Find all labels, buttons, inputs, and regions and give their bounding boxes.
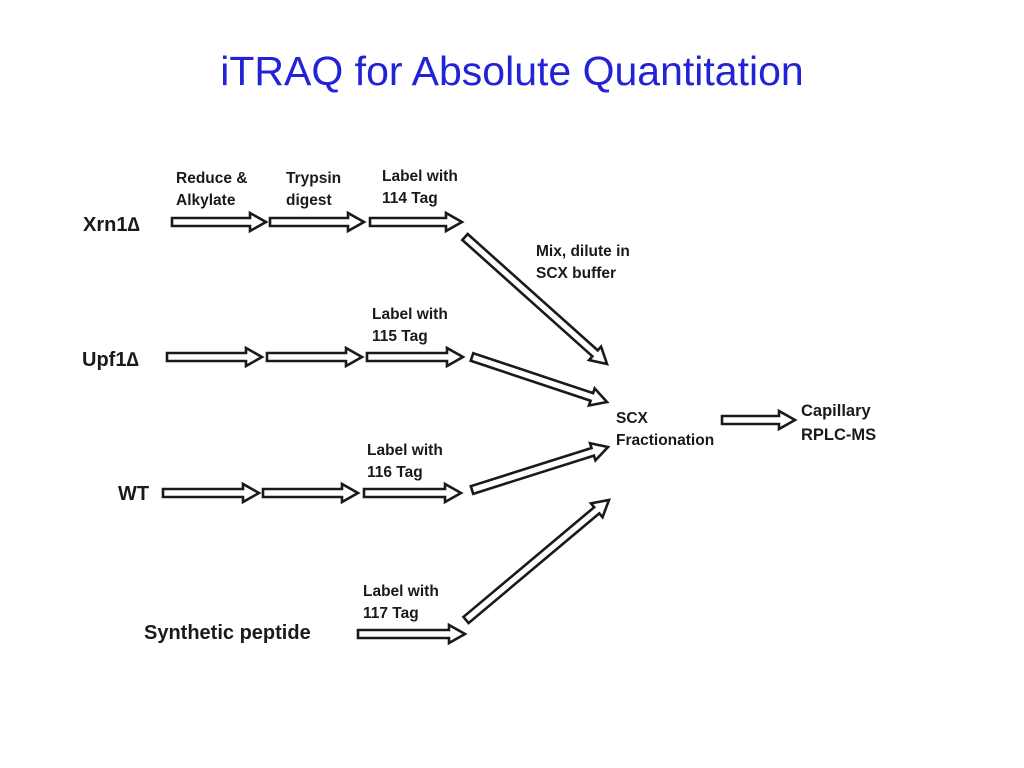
arrow-wt-label (362, 481, 464, 505)
sample-label-xrn1: Xrn1∆ (83, 214, 140, 236)
arrow-synthetic-label (356, 622, 468, 646)
arrow-wt-reduce-shape (161, 481, 262, 505)
arrow-wt-reduce (161, 481, 262, 505)
step-label-117-tag: Label with 117 Tag (363, 583, 443, 622)
arrow-synthetic-label-shape (356, 622, 468, 646)
arrow-116-to-scx (469, 441, 611, 496)
step-label-116-tag: Label with 116 Tag (367, 442, 447, 481)
arrow-xrn1-label-shape (368, 210, 465, 234)
arrow-xrn1-reduce (170, 210, 269, 234)
arrow-wt-trypsin (261, 481, 361, 505)
arrow-117-to-scx-shape (461, 498, 612, 625)
arrow-scx-to-capillary (720, 408, 798, 432)
arrow-wt-trypsin-shape (261, 481, 361, 505)
arrow-116-to-scx-shape (469, 441, 611, 496)
arrow-xrn1-trypsin (268, 210, 367, 234)
arrow-wt-label-shape (362, 481, 464, 505)
step-label-capillary-rplc-ms: Capillary RPLC-MS (801, 402, 876, 444)
arrow-layer (161, 210, 798, 646)
arrow-upf1-label-shape (365, 345, 466, 369)
arrow-115-to-scx-shape (469, 351, 610, 408)
arrow-upf1-trypsin-shape (265, 345, 365, 369)
sample-label-wt: WT (118, 483, 149, 505)
arrow-xrn1-label (368, 210, 465, 234)
arrow-scx-to-capillary-shape (720, 408, 798, 432)
step-label-mix-dilute: Mix, dilute in SCX buffer (536, 243, 634, 282)
arrow-114-to-scx-shape (460, 232, 609, 366)
arrow-115-to-scx (469, 351, 610, 408)
arrow-xrn1-trypsin-shape (268, 210, 367, 234)
sample-label-synthetic-peptide: Synthetic peptide (144, 622, 311, 644)
arrow-xrn1-reduce-shape (170, 210, 269, 234)
sample-label-upf1: Upf1∆ (82, 349, 139, 371)
step-label-scx-fractionation: SCX Fractionation (616, 410, 714, 449)
arrow-117-to-scx (461, 498, 612, 625)
arrow-upf1-reduce (165, 345, 265, 369)
slide-title: iTRAQ for Absolute Quantitation (220, 48, 804, 94)
step-label-trypsin-digest: Trypsin digest (286, 170, 345, 209)
step-label-115-tag: Label with 115 Tag (372, 306, 452, 345)
arrow-upf1-label (365, 345, 466, 369)
step-label-reduce-alkylate: Reduce & Alkylate (176, 170, 252, 209)
arrow-upf1-reduce-shape (165, 345, 265, 369)
arrow-114-to-scx (460, 232, 609, 366)
step-label-114-tag: Label with 114 Tag (382, 168, 462, 207)
arrow-upf1-trypsin (265, 345, 365, 369)
